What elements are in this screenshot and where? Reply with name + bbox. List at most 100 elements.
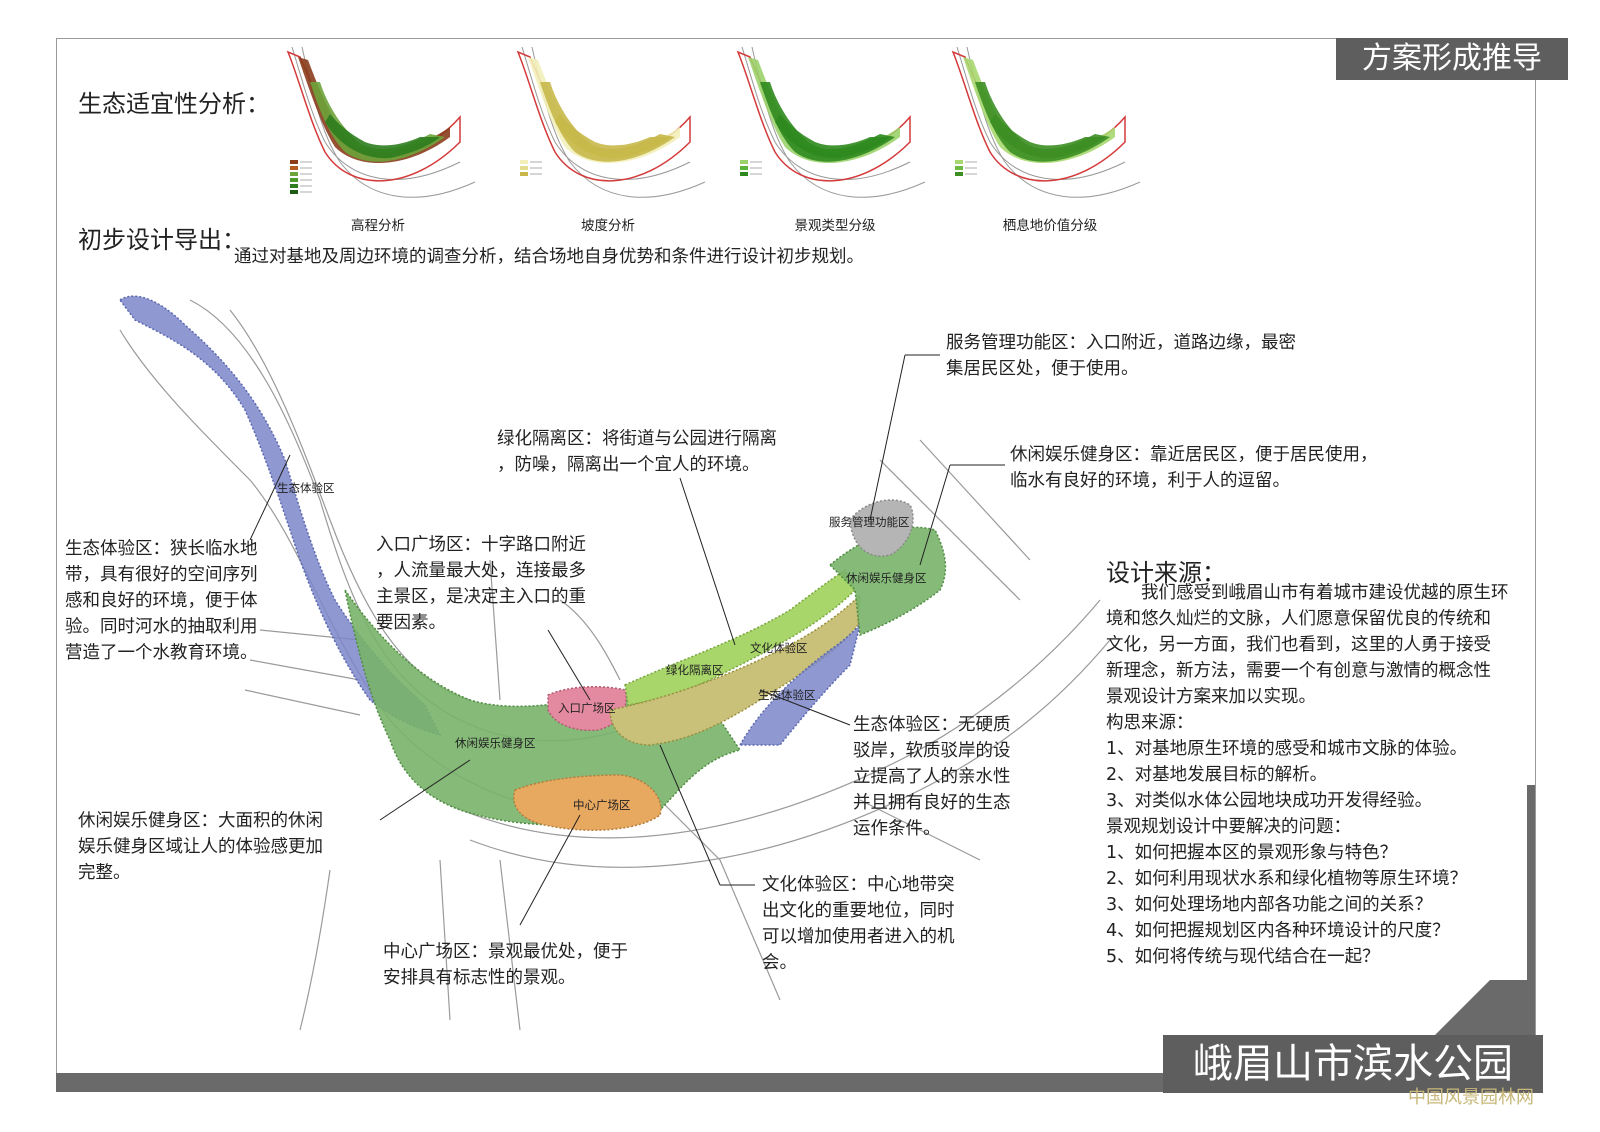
- annotation-line: 可以增加使用者进入的机: [762, 927, 955, 947]
- leader-leisure-main: [379, 759, 471, 821]
- annotation-line: 营造了一个水教育环境。: [65, 643, 258, 663]
- annotation-line: ，防噪，隔离出一个宜人的环境。: [497, 455, 760, 475]
- annotation-line: 入口广场区：十字路口附近: [376, 535, 586, 555]
- zone-label-eco-north: 生态体验区: [277, 481, 335, 495]
- zone-label-greenbelt: 绿化隔离区: [666, 663, 724, 677]
- leader-eco-north: [249, 454, 291, 541]
- annotation-line: 生态体验区：狭长临水地: [65, 539, 258, 559]
- design-source-line: 2、对基地发展目标的解析。: [1106, 765, 1328, 785]
- footer-title: 峨眉山市滨水公园: [1163, 1035, 1543, 1093]
- thumb-legend-swatch: [520, 172, 528, 176]
- zone-label-leisure-east: 休闲娱乐健身区: [846, 571, 927, 585]
- thumb-road: [521, 46, 691, 180]
- leader-center: [519, 814, 581, 926]
- design-source-line: 境和悠久灿烂的文脉，人们愿意保留优良的传统和: [1106, 609, 1491, 629]
- leader-leisure-east: [919, 464, 951, 566]
- thumb-caption-slope: 坡度分析: [581, 218, 635, 234]
- preliminary-intro: 通过对基地及周边环境的调查分析，结合场地自身优势和条件进行设计初步规划。: [234, 247, 864, 267]
- thumb-legend-swatch: [290, 166, 298, 170]
- design-source-line: 新理念，新方法，需要一个有创意与激情的概念性: [1106, 661, 1491, 681]
- thumb-habitat-value: [951, 46, 1141, 198]
- road-outline-mid: [189, 299, 721, 742]
- design-source-line: 景观设计方案来加以实现。: [1106, 687, 1316, 707]
- thumb-road: [291, 46, 461, 180]
- thumb-road: [956, 46, 1126, 180]
- annotation-line: 带，具有很好的空间序列: [65, 565, 258, 585]
- annotation-line: 中心广场区：景观最优处，便于: [383, 942, 628, 962]
- annotation-service: 服务管理功能区：入口附近，道路边缘，最密 集居民区处，便于使用。: [946, 330, 1296, 382]
- thumb-road: [741, 46, 911, 180]
- zone-center-square: [513, 774, 662, 831]
- thumb-caption-habitat-value: 栖息地价值分级: [1002, 218, 1098, 234]
- zone-entrance: [547, 685, 627, 732]
- design-source-line: 3、对类似水体公园地块成功开发得经验。: [1106, 791, 1433, 811]
- annotation-leisure-main: 休闲娱乐健身区：大面积的休闲 娱乐健身区域让人的体验感更加 完整。: [78, 808, 323, 886]
- zone-greenbelt: [624, 568, 856, 706]
- thumb-legend-swatch: [520, 160, 528, 164]
- thumb-legend-swatch: [955, 166, 963, 170]
- annotation-greenbelt: 绿化隔离区：将街道与公园进行隔离 ，防噪，隔离出一个宜人的环境。: [497, 426, 777, 478]
- thumb-caption-elevation: 高程分析: [351, 218, 405, 234]
- thumb-legend-swatch: [955, 160, 963, 164]
- design-source-line: 1、对基地原生环境的感受和城市文脉的体验。: [1106, 739, 1468, 759]
- annotation-line: 感和良好的环境，便于体: [65, 591, 258, 611]
- annotation-line: 文化体验区：中心地带突: [762, 875, 955, 895]
- annotation-culture: 文化体验区：中心地带突 出文化的重要地位，同时 可以增加使用者进入的机 会。: [762, 872, 955, 976]
- annotation-line: 完整。: [78, 863, 131, 883]
- design-source-line: 2、如何利用现状水系和绿化植物等原生环境？: [1106, 869, 1468, 889]
- annotation-line: 集居民区处，便于使用。: [946, 359, 1139, 379]
- annotation-eco-east: 生态体验区：无硬质 驳岸，软质驳岸的设 立提高了人的亲水性 并且拥有良好的生态 …: [853, 712, 1011, 842]
- annotation-line: 会。: [762, 953, 797, 973]
- thumb-fill-band: [555, 114, 670, 159]
- annotation-line: 验。同时河水的抽取利用: [65, 617, 258, 637]
- annotation-line: 出文化的重要地位，同时: [762, 901, 955, 921]
- design-source-body: 我们感受到峨眉山市有着城市建设优越的原生环 境和悠久灿烂的文脉，人们愿意保留优良…: [1106, 580, 1526, 970]
- thumb-legend-swatch: [290, 184, 298, 188]
- annotation-line: ，人流量最大处，连接最多: [376, 561, 586, 581]
- thumb-legend-swatch: [740, 166, 748, 170]
- zone-label-service: 服务管理功能区: [829, 515, 910, 529]
- annotation-line: 绿化隔离区：将街道与公园进行隔离: [497, 429, 777, 449]
- decor-bar: [1527, 785, 1535, 1080]
- design-source-line: 景观规划设计中要解决的问题：: [1106, 817, 1351, 837]
- design-source-line: 我们感受到峨眉山市有着城市建设优越的原生环: [1106, 583, 1509, 603]
- annotation-leisure-east: 休闲娱乐健身区：靠近居民区，便于居民使用， 临水有良好的环境，利于人的逗留。: [1010, 442, 1378, 494]
- thumb-legend-swatch: [740, 160, 748, 164]
- thumb-elevation: [286, 46, 476, 198]
- thumb-slope: [516, 46, 706, 198]
- annotation-line: 临水有良好的环境，利于人的逗留。: [1010, 471, 1290, 491]
- annotation-line: 立提高了人的亲水性: [853, 767, 1011, 787]
- zone-label-eco-east: 生态体验区: [758, 688, 816, 702]
- design-source-line: 3、如何处理场地内部各功能之间的关系？: [1106, 895, 1433, 915]
- thumb-fill-band: [325, 114, 440, 159]
- zone-service: [849, 499, 914, 557]
- zone-label-leisure-main: 休闲娱乐健身区: [455, 736, 536, 750]
- header-title: 方案形成推导: [1336, 38, 1568, 80]
- zone-culture: [609, 593, 861, 746]
- leader-culture: [659, 744, 721, 886]
- annotation-line: 休闲娱乐健身区：靠近居民区，便于居民使用，: [1010, 445, 1378, 465]
- preliminary-heading: 初步设计导出：: [78, 226, 246, 254]
- thumb-legend-swatch: [290, 178, 298, 182]
- design-source-line: 1、如何把握本区的景观形象与特色？: [1106, 843, 1398, 863]
- eco-analysis-heading: 生态适宜性分析：: [78, 90, 270, 118]
- annotation-line: 运作条件。: [853, 819, 941, 839]
- leader-service: [869, 354, 906, 521]
- annotation-line: 休闲娱乐健身区：大面积的休闲: [78, 811, 323, 831]
- annotation-entrance: 入口广场区：十字路口附近 ，人流量最大处，连接最多 主景区，是决定主入口的重 要…: [376, 532, 586, 636]
- road-outline-outer: [439, 599, 1101, 839]
- leader-greenbelt: [679, 477, 736, 646]
- annotation-line: 娱乐健身区域让人的体验感更加: [78, 837, 323, 857]
- leader-eco-east: [759, 689, 851, 726]
- design-source-line: 文化，另一方面，我们也看到，这里的人勇于接受: [1106, 635, 1491, 655]
- annotation-line: 服务管理功能区：入口附近，道路边缘，最密: [946, 333, 1296, 353]
- annotation-line: 安排具有标志性的景观。: [383, 968, 576, 988]
- design-source-line: 构思来源：: [1106, 713, 1194, 733]
- annotation-line: 驳岸，软质驳岸的设: [853, 741, 1011, 761]
- watermark: 中国风景园林网: [1408, 1087, 1534, 1108]
- thumb-legend-swatch: [740, 172, 748, 176]
- road-outline-outer2: [469, 639, 1111, 868]
- thumb-legend-swatch: [520, 166, 528, 170]
- thumb-caption-landscape-type: 景观类型分级: [794, 218, 876, 234]
